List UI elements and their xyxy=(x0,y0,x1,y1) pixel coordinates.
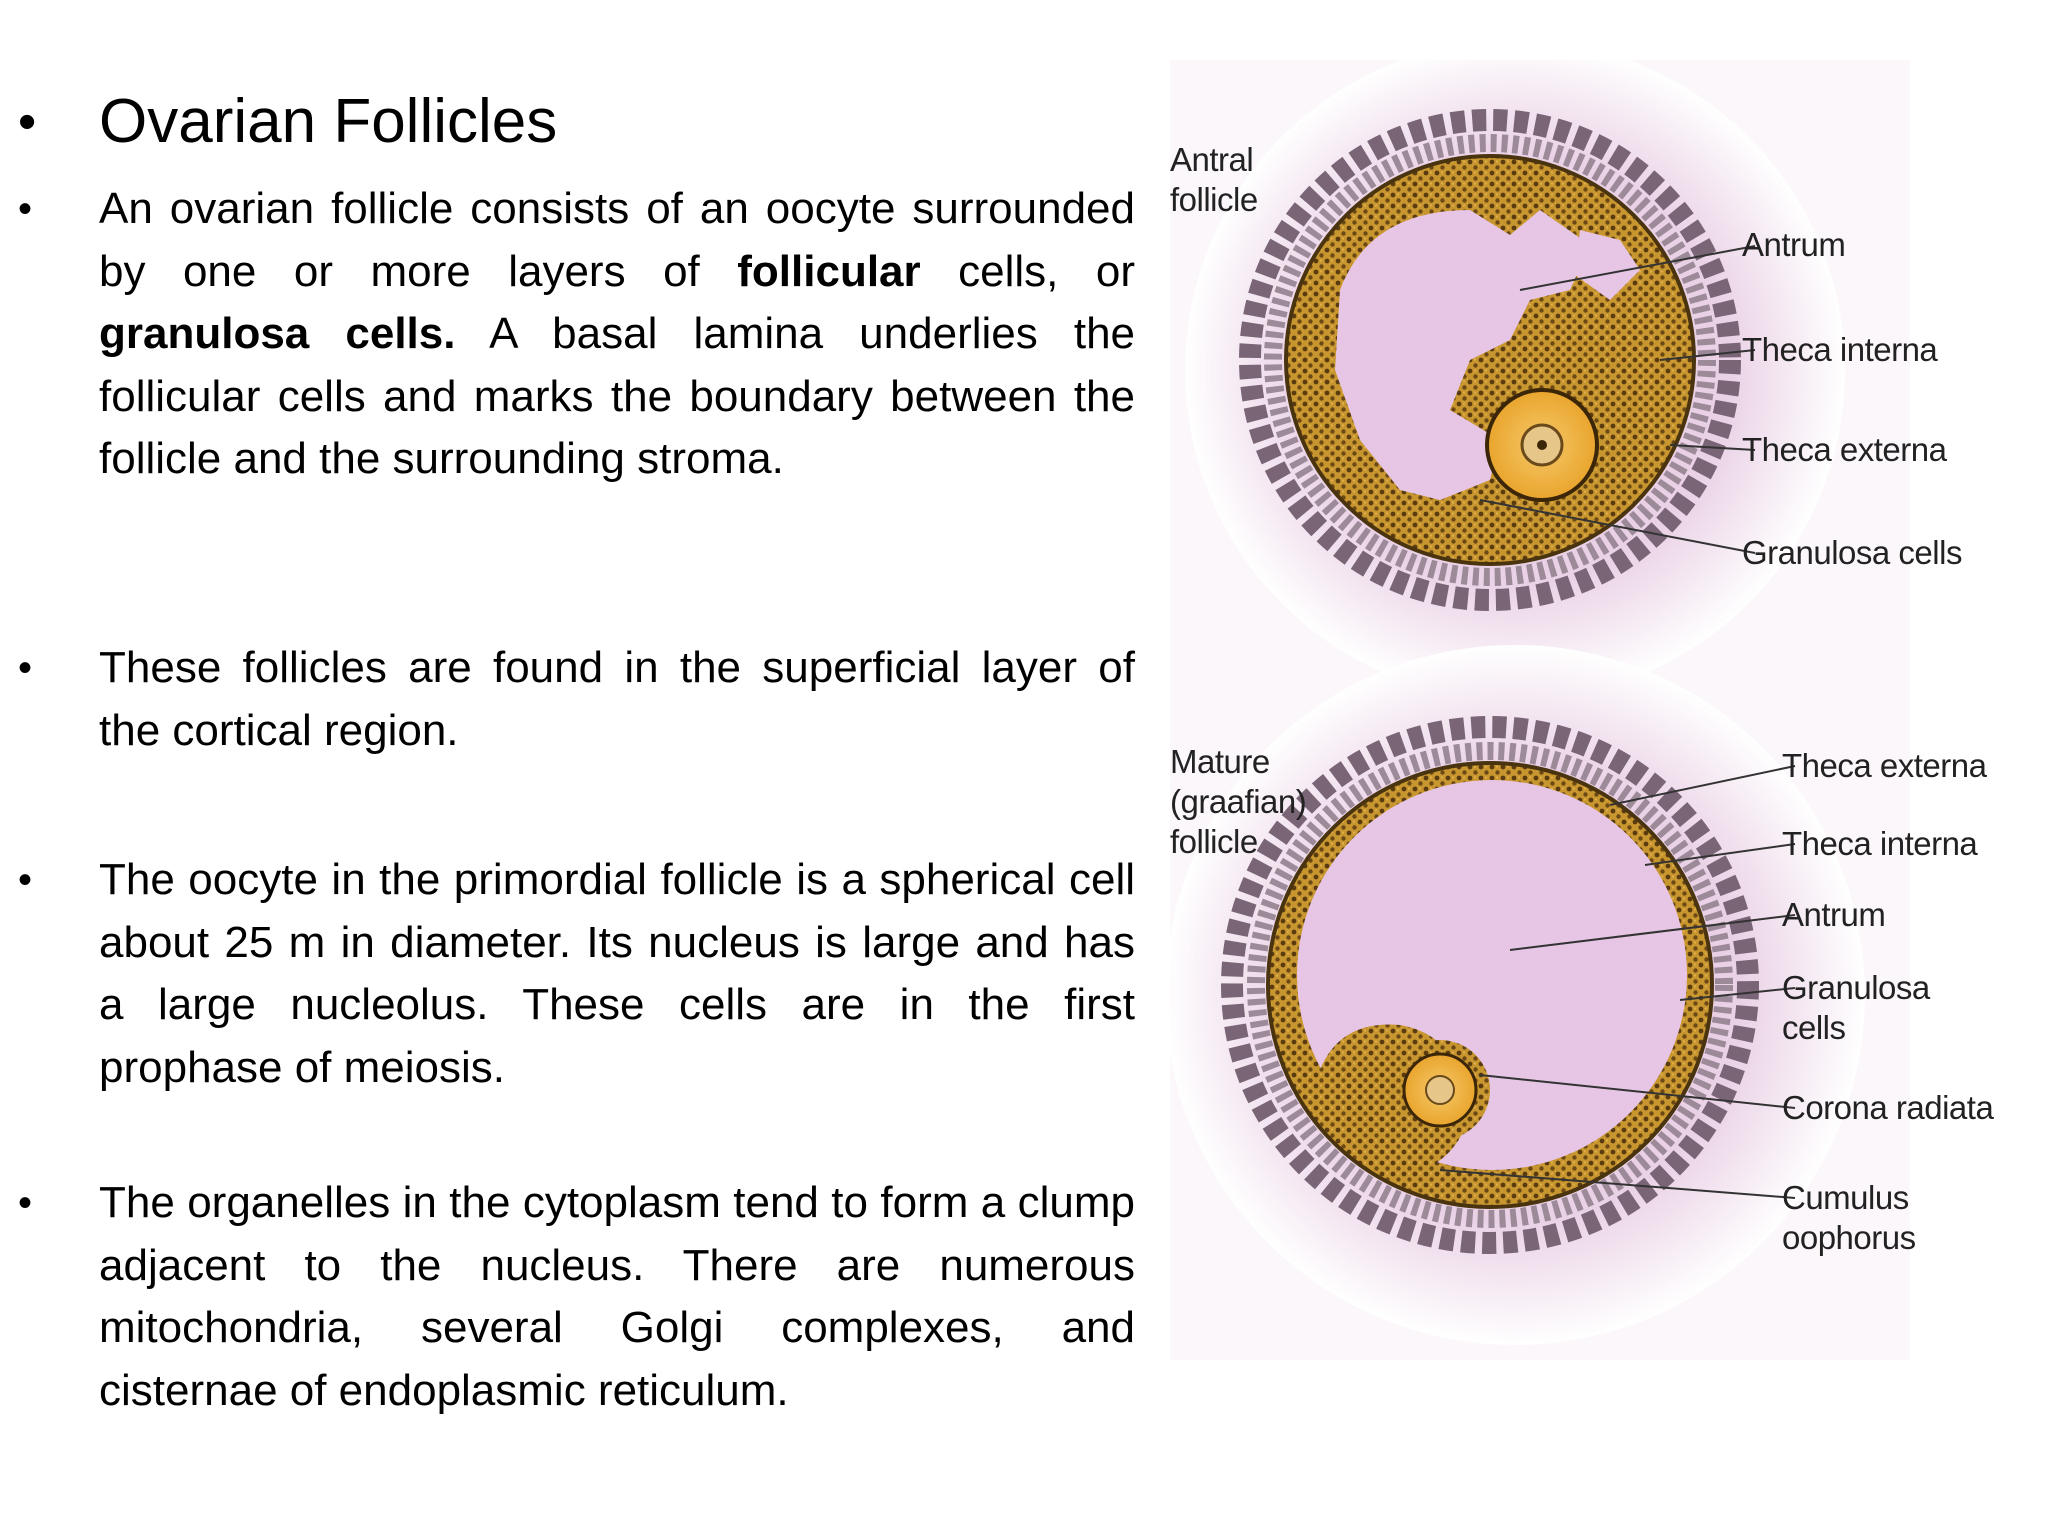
mature-follicle-title: Mature (graafian) follicle xyxy=(1170,743,1307,860)
text-column: • Ovarian Follicles • An ovarian follicl… xyxy=(18,87,1135,1422)
text-run: cells, or xyxy=(920,246,1135,296)
mature-nucleus xyxy=(1425,1075,1455,1105)
bullet-text-4: The organelles in the cytoplasm tend to … xyxy=(99,1172,1135,1422)
label-mature-cumulus-oophorus: Cumulus oophorus xyxy=(1782,1179,1916,1256)
antral-follicle-drawing xyxy=(1239,109,1741,611)
antral-leader-lines xyxy=(1479,245,1756,554)
bullet-marker: • xyxy=(18,858,33,902)
bullet-text-1: An ovarian follicle consists of an oocyt… xyxy=(99,178,1135,491)
bold-term-follicular: follicular xyxy=(737,246,921,296)
mature-leader-lines xyxy=(1439,765,1796,1199)
bullet-marker: • xyxy=(18,187,33,231)
antral-nucleolus xyxy=(1537,440,1547,450)
bullet-text-2: These follicles are found in the superfi… xyxy=(99,637,1135,762)
follicle-figure: Antral follicle Antrum Theca interna The… xyxy=(1170,60,2030,1360)
label-mature-granulosa-cells: Granulosa cells xyxy=(1782,969,1930,1046)
label-antral-granulosa-cells: Granulosa cells xyxy=(1742,534,1962,571)
label-antral-antrum: Antrum xyxy=(1742,226,1846,263)
label-mature-theca-externa: Theca externa xyxy=(1782,747,1987,784)
label-antral-theca-externa: Theca externa xyxy=(1742,431,1947,468)
bullet-marker: • xyxy=(18,646,33,690)
bullet-marker: • xyxy=(18,1181,33,1225)
text-run: An ovarian follicle consists of an oocyt… xyxy=(99,184,1135,296)
text-run: A basal lamina underlies the follicular … xyxy=(99,309,1136,483)
text-run: The oocyte in the primordial follicle is… xyxy=(99,855,1135,1092)
mature-theca-interna xyxy=(1247,742,1733,1228)
label-antral-theca-interna: Theca interna xyxy=(1742,331,1938,368)
label-mature-corona-radiata: Corona radiata xyxy=(1782,1089,1994,1126)
bold-term-granulosa: granulosa cells. xyxy=(99,309,456,358)
antral-antrum xyxy=(1335,210,1590,500)
slide-title: Ovarian Follicles xyxy=(99,87,558,156)
bullet-marker: • xyxy=(18,93,37,151)
antral-theca-externa xyxy=(1239,109,1741,611)
follicle-diagram xyxy=(1170,60,1910,1360)
antral-follicle-title: Antral follicle xyxy=(1170,141,1258,218)
text-run: These follicles are found in the superfi… xyxy=(99,643,1135,755)
label-mature-antrum: Antrum xyxy=(1782,896,1886,933)
antral-antrum-pocket xyxy=(1575,230,1640,300)
text-run: The organelles in the cytoplasm tend to … xyxy=(99,1178,1135,1415)
mature-follicle-drawing xyxy=(1221,716,1759,1254)
label-mature-theca-interna: Theca interna xyxy=(1782,825,1978,862)
antral-theca-interna xyxy=(1264,134,1716,586)
mature-theca-externa xyxy=(1221,716,1759,1254)
bullet-text-3: The oocyte in the primordial follicle is… xyxy=(99,849,1135,1099)
